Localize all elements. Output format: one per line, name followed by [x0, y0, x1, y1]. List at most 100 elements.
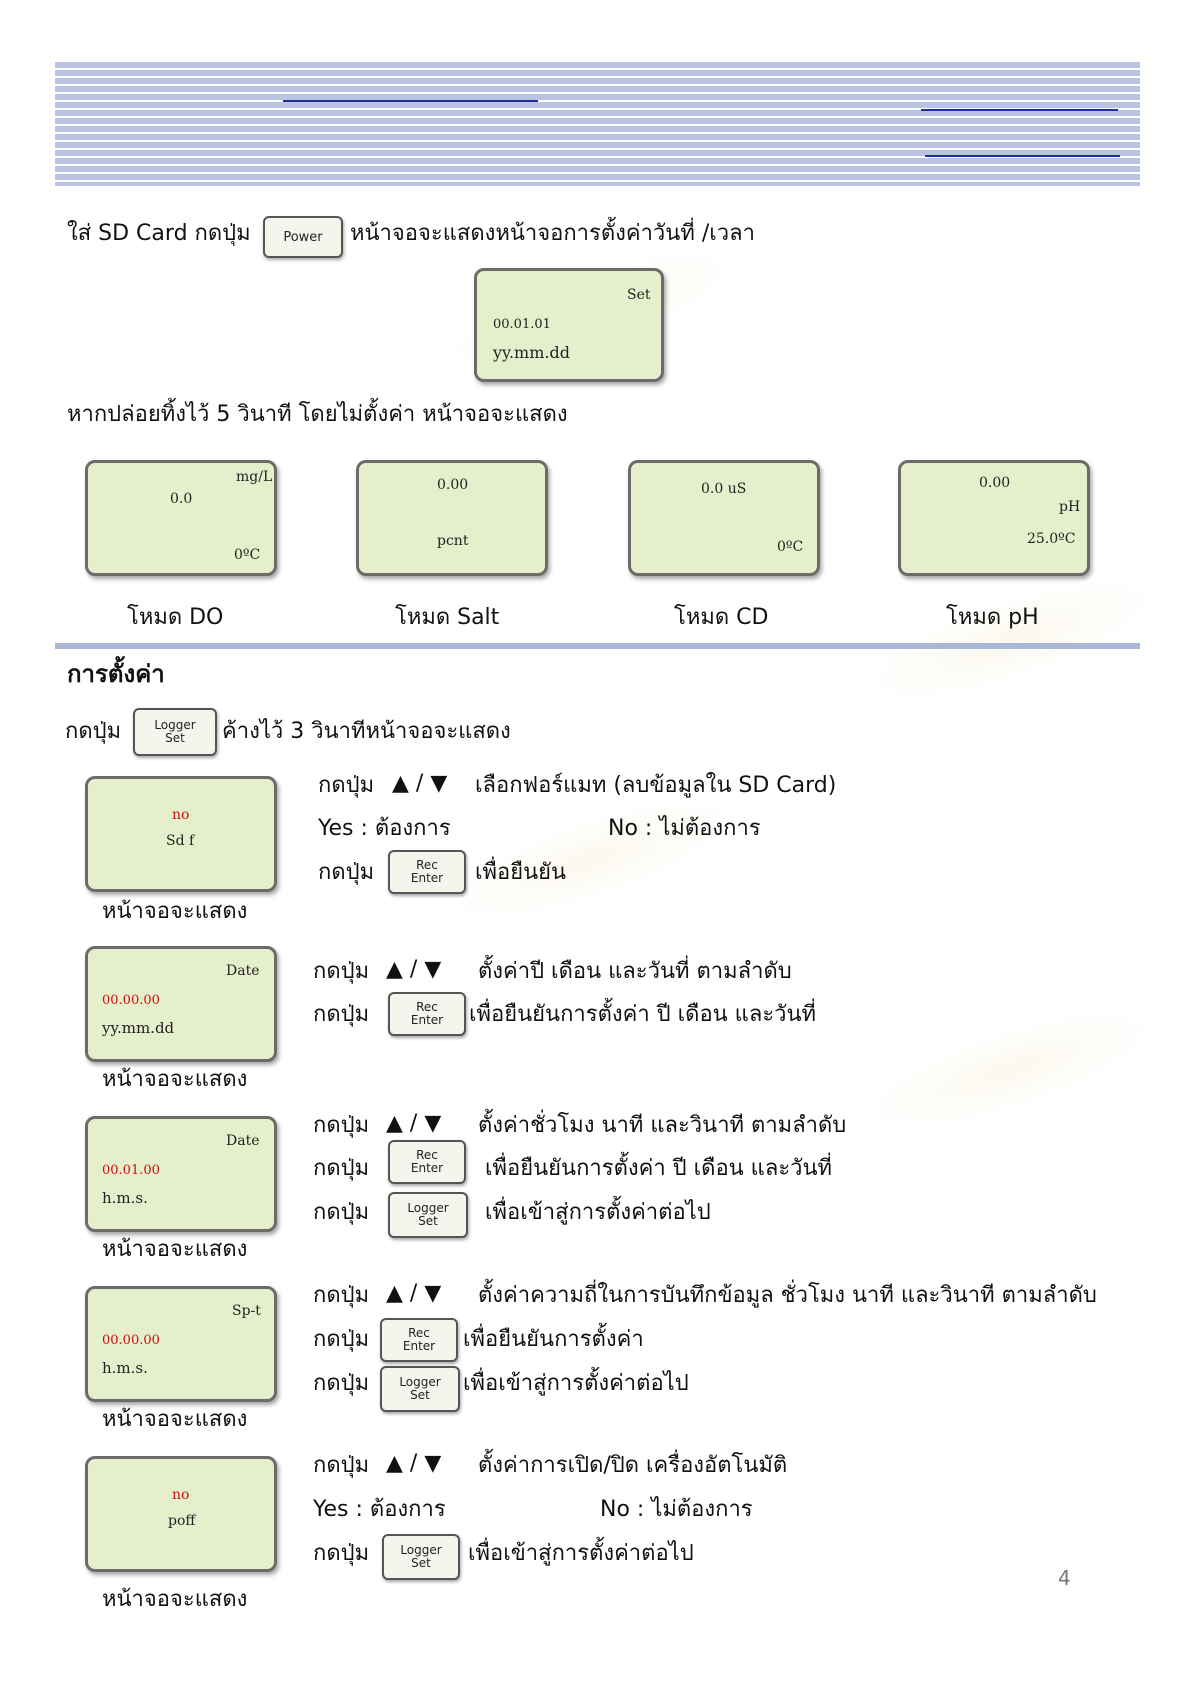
- button-line: Rec: [416, 858, 438, 872]
- lcd-reading: 0.0: [170, 491, 193, 507]
- hold-text: ค้างไว้ 3 วินาทีหน้าจอจะแสดง: [222, 719, 511, 744]
- banner-underline: [925, 155, 1120, 157]
- lcd-format: h.m.s.: [102, 1189, 148, 1207]
- button-line: Enter: [402, 1339, 436, 1353]
- lcd-unit: pcnt: [437, 533, 469, 549]
- lcd-auto-power-off: no poff: [85, 1456, 277, 1572]
- lcd-mode-salt: 0.00 pcnt: [356, 460, 548, 576]
- lcd-unit: mg/L: [236, 469, 273, 485]
- confirm-text: เพื่อยืนยัน: [475, 860, 567, 885]
- lcd-format: yy.mm.dd: [493, 343, 570, 362]
- lcd-temp: 25.0ºC: [1027, 531, 1076, 547]
- button-line: Set: [410, 1388, 430, 1402]
- press-label: กดปุ่ม: [318, 773, 375, 798]
- lcd-mode-do: mg/L 0.0 0ºC: [85, 460, 277, 576]
- button-line: Enter: [410, 1161, 444, 1175]
- up-down-arrow-icon[interactable]: ▲ / ▼: [386, 1281, 442, 1306]
- press-label: กดปุ่ม: [313, 1541, 370, 1566]
- press-label: กดปุ่ม: [313, 1113, 370, 1138]
- lcd-tag: Date: [226, 1133, 260, 1149]
- power-button[interactable]: Power: [263, 216, 343, 258]
- watermark: [854, 555, 1166, 725]
- button-line: Logger: [400, 1543, 442, 1557]
- confirm-text: เพื่อยืนยันการตั้งค่า ปี เดือน และวันที่: [469, 1002, 817, 1027]
- button-line: Rec: [416, 1000, 438, 1014]
- press-label: กดปุ่ม: [313, 1371, 370, 1396]
- lcd-temp: 0ºC: [777, 539, 804, 555]
- mode-label-salt: โหมด Salt: [395, 605, 500, 630]
- mode-label-do: โหมด DO: [127, 605, 224, 630]
- next-text: เพื่อเข้าสู่การตั้งค่าต่อไป: [463, 1371, 689, 1396]
- screen-caption: หน้าจอจะแสดง: [102, 1237, 248, 1262]
- lcd-reading: 0.00: [437, 477, 469, 493]
- lcd-tag: Date: [226, 963, 260, 979]
- up-down-arrow-icon[interactable]: ▲ / ▼: [386, 957, 442, 982]
- button-line: Set: [411, 1556, 431, 1570]
- step-description: ตั้งค่าความถี่ในการบันทึกข้อมูล ชั่วโมง …: [478, 1283, 1097, 1308]
- press-label: กดปุ่ม: [313, 1156, 370, 1181]
- lcd-label: Sd f: [166, 833, 195, 849]
- lcd-reading: 0.0 uS: [701, 481, 747, 497]
- up-down-arrow-icon[interactable]: ▲ / ▼: [386, 1451, 442, 1476]
- press-label: กดปุ่ม: [65, 719, 122, 744]
- press-label: กดปุ่ม: [313, 1200, 370, 1225]
- up-down-arrow-icon[interactable]: ▲ / ▼: [392, 771, 448, 796]
- wait-text: หากปล่อยทิ้งไว้ 5 วินาที โดยไม่ตั้งค่า ห…: [67, 402, 568, 427]
- step-description: ตั้งค่าปี เดือน และวันที่ ตามลำดับ: [478, 959, 792, 984]
- lcd-mode-cd: 0.0 uS 0ºC: [628, 460, 820, 576]
- confirm-text: เพื่อยืนยันการตั้งค่า: [463, 1327, 644, 1352]
- confirm-text: เพื่อยืนยันการตั้งค่า ปี เดือน และวันที่: [485, 1156, 833, 1181]
- no-option: No : ไม่ต้องการ: [600, 1497, 753, 1522]
- press-label: กดปุ่ม: [313, 1283, 370, 1308]
- lcd-reading: 0.00: [979, 475, 1011, 491]
- lcd-value: 00.00.00: [102, 1333, 160, 1348]
- button-line: Logger: [154, 718, 196, 732]
- screen-caption: หน้าจอจะแสดง: [102, 1407, 248, 1432]
- button-line: Enter: [410, 1013, 444, 1027]
- button-line: Rec: [408, 1326, 430, 1340]
- watermark: [854, 985, 1166, 1155]
- lcd-label: poff: [168, 1513, 196, 1529]
- lcd-temp: 0ºC: [234, 547, 261, 563]
- banner-underline: [283, 100, 538, 102]
- lcd-date-setting: Date 00.00.00 yy.mm.dd: [85, 946, 277, 1062]
- intro-text-suffix: หน้าจอจะแสดงหน้าจอการตั้งค่าวันที่ /เวลา: [350, 221, 755, 246]
- lcd-format: h.m.s.: [102, 1359, 148, 1377]
- lcd-time-setting: Date 00.01.00 h.m.s.: [85, 1116, 277, 1232]
- lcd-date-setting: Set 00.01.01 yy.mm.dd: [474, 268, 664, 382]
- mode-label-cd: โหมด CD: [674, 605, 769, 630]
- press-label: กดปุ่ม: [318, 860, 375, 885]
- press-label: กดปุ่ม: [313, 1453, 370, 1478]
- press-label: กดปุ่ม: [313, 959, 370, 984]
- mode-label-ph: โหมด pH: [946, 605, 1039, 630]
- page-number: 4: [1058, 1566, 1071, 1590]
- screen-caption: หน้าจอจะแสดง: [102, 899, 248, 924]
- lcd-value: 00.01.01: [493, 317, 551, 332]
- lcd-value: 00.00.00: [102, 993, 160, 1008]
- settings-heading: การตั้งค่า: [67, 660, 165, 688]
- screen-caption: หน้าจอจะแสดง: [102, 1587, 248, 1612]
- lcd-sampling-setting: Sp-t 00.00.00 h.m.s.: [85, 1286, 277, 1402]
- button-line: Rec: [416, 1148, 438, 1162]
- button-line: Set: [418, 1214, 438, 1228]
- lcd-format: yy.mm.dd: [102, 1019, 175, 1037]
- next-text: เพื่อเข้าสู่การตั้งค่าต่อไป: [485, 1200, 711, 1225]
- lcd-value: 00.01.00: [102, 1163, 160, 1178]
- lcd-value: no: [172, 1487, 190, 1503]
- step-description: เลือกฟอร์แมท (ลบข้อมูลใน SD Card): [475, 773, 837, 798]
- no-option: No : ไม่ต้องการ: [608, 816, 761, 841]
- lcd-unit: pH: [1059, 499, 1081, 515]
- lcd-tag: Set: [627, 287, 651, 303]
- button-line: Logger: [399, 1375, 441, 1389]
- button-line: Logger: [407, 1201, 449, 1215]
- press-label: กดปุ่ม: [313, 1327, 370, 1352]
- up-down-arrow-icon[interactable]: ▲ / ▼: [386, 1111, 442, 1136]
